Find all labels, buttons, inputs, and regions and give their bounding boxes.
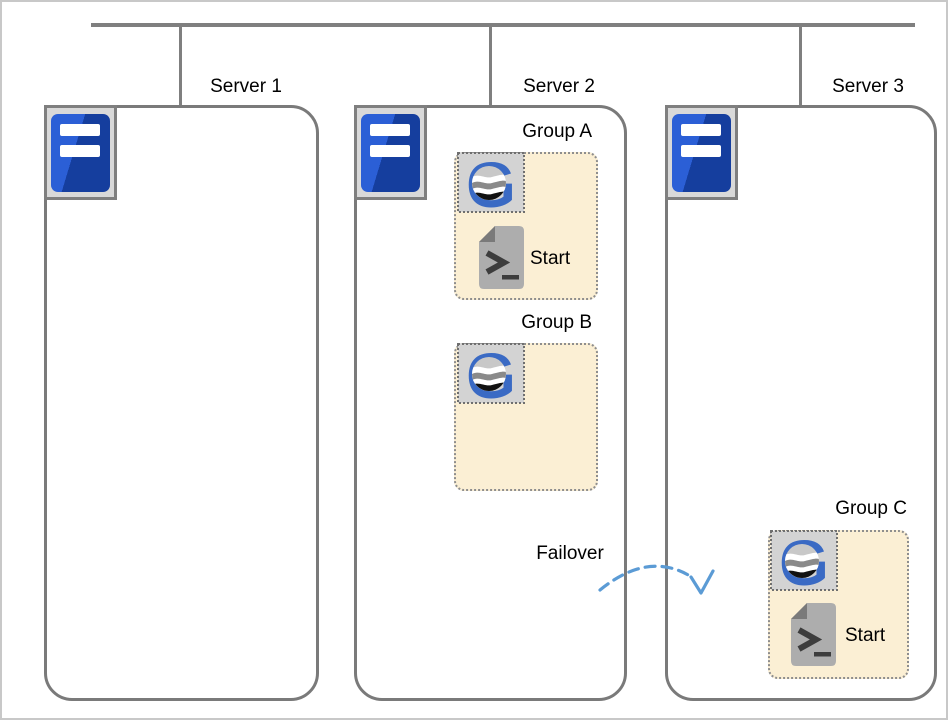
cluster-group-icon: G xyxy=(457,343,525,404)
prompt-chevron xyxy=(485,250,511,275)
network-drop-line-server3 xyxy=(799,25,802,105)
drive-slot xyxy=(370,124,410,136)
server1-label: Server 1 xyxy=(210,76,282,97)
drive-slot xyxy=(681,145,721,157)
wavy-globe xyxy=(472,166,506,200)
prompt-underscore xyxy=(814,652,831,657)
server3-label: Server 3 xyxy=(832,76,904,97)
folded-corner xyxy=(791,603,807,619)
server-tower-icon xyxy=(665,105,738,200)
cluster-group-icon: G xyxy=(457,152,525,213)
group-a-label: Group A xyxy=(522,121,592,142)
start-script-label: Start xyxy=(530,248,571,269)
network-bus-line xyxy=(91,23,915,27)
start-script-icon xyxy=(791,603,836,666)
server-tower-icon xyxy=(354,105,427,200)
server-tower-icon xyxy=(44,105,117,200)
cluster-group-icon: G xyxy=(770,530,838,591)
server2-label: Server 2 xyxy=(523,76,595,97)
wavy-globe xyxy=(472,357,506,391)
wavy-globe xyxy=(785,544,819,578)
group-b-box xyxy=(454,343,598,491)
network-drop-line-server1 xyxy=(179,25,182,105)
network-drop-line-server2 xyxy=(489,25,492,105)
icon-frame xyxy=(457,343,525,404)
group-b-label: Group B xyxy=(521,312,592,333)
start-script-icon xyxy=(479,226,524,289)
folded-corner xyxy=(479,226,495,242)
drive-slot xyxy=(370,145,410,157)
prompt-underscore xyxy=(502,275,519,280)
icon-frame xyxy=(770,530,838,591)
drive-slot xyxy=(60,145,100,157)
drive-slot xyxy=(60,124,100,136)
group-c-label: Group C xyxy=(835,498,907,519)
prompt-chevron xyxy=(797,627,823,652)
start-script-label: Start xyxy=(845,625,886,646)
server1-box xyxy=(44,105,319,701)
drive-slot xyxy=(681,124,721,136)
failover-label: Failover xyxy=(536,543,604,564)
